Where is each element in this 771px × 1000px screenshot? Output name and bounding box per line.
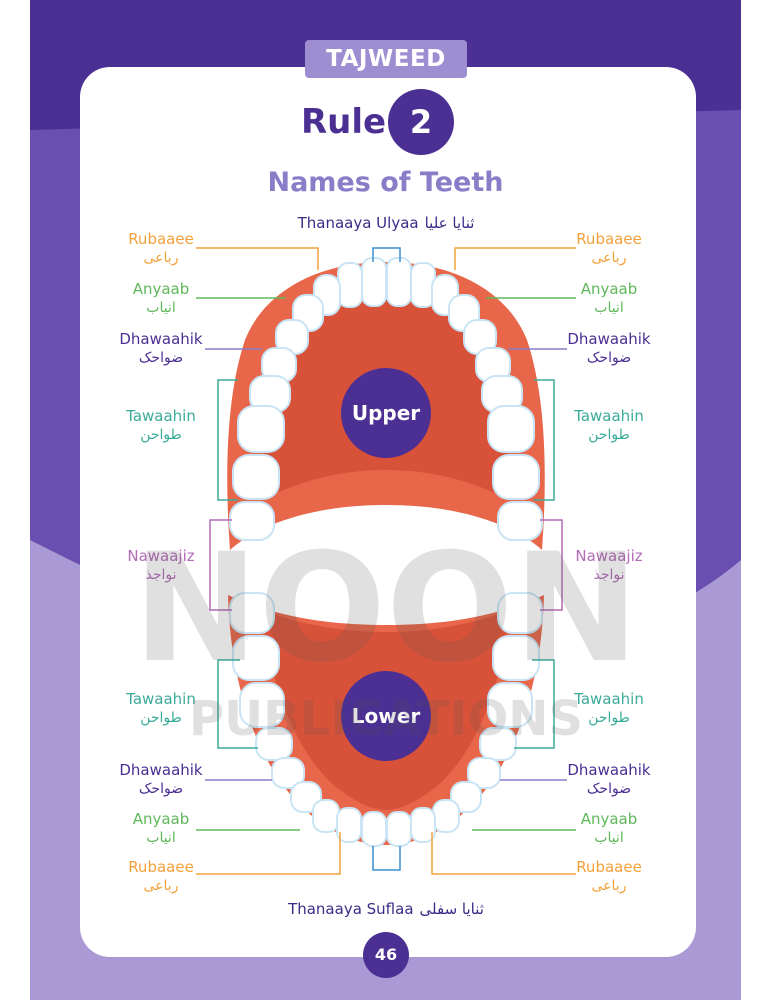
dhawaahik-lower-left-label: Dhawaahik ضواحک: [96, 761, 226, 799]
label-ar: طواحن: [140, 427, 182, 443]
label-en: Anyaab: [132, 280, 190, 298]
label-en: Rubaaee: [576, 230, 642, 248]
label-en: Tawaahin: [126, 690, 196, 708]
dhawaahik-upper-right-label: Dhawaahik ضواحک: [544, 330, 674, 368]
label-en: Rubaaee: [576, 858, 642, 876]
tawaahin-lower-left-label: Tawaahin طواحن: [96, 690, 226, 728]
label-en: Tawaahin: [574, 407, 644, 425]
label-en: Nawaajiz: [575, 547, 643, 565]
tawaahin-upper-left-label: Tawaahin طواحن: [96, 407, 226, 445]
label-en: Nawaajiz: [127, 547, 195, 565]
page-subtitle: Names of Teeth: [267, 167, 504, 198]
label-en: Anyaab: [132, 810, 190, 828]
label-ar: ضواحک: [138, 350, 184, 366]
thanaaya-ulyaa-label: Thanaaya Ulyaa ثنایا علیا: [176, 214, 596, 232]
label-ar: انیاب: [146, 300, 176, 316]
leader-lines: [196, 247, 576, 875]
upper-teeth: [229, 257, 543, 541]
thanaaya-suflaa-ar: ثنایا سفلی: [419, 900, 484, 918]
tawaahin-lower-right-label: Tawaahin طواحن: [544, 690, 674, 728]
label-en: Rubaaee: [128, 230, 194, 248]
thanaaya-ulyaa-en: Thanaaya Ulyaa: [297, 214, 419, 232]
anyaab-upper-left-label: Anyaab انیاب: [96, 280, 226, 318]
label-ar: طواحن: [588, 427, 630, 443]
label-ar: ضواحک: [586, 781, 632, 797]
label-ar: رباعی: [591, 878, 627, 894]
label-ar: انیاب: [594, 830, 624, 846]
lower-teeth: [229, 592, 543, 847]
rule-number-badge: 2: [388, 89, 454, 155]
rubaaee-lower-right-label: Rubaaee رباعی: [544, 858, 674, 896]
label-en: Dhawaahik: [119, 761, 203, 779]
rubaaee-lower-left-label: Rubaaee رباعی: [96, 858, 226, 896]
anyaab-lower-left-label: Anyaab انیاب: [96, 810, 226, 848]
lower-jaw-label: Lower: [341, 671, 431, 761]
label-en: Rubaaee: [128, 858, 194, 876]
label-en: Dhawaahik: [567, 330, 651, 348]
dhawaahik-lower-right-label: Dhawaahik ضواحک: [544, 761, 674, 799]
label-en: Anyaab: [580, 810, 638, 828]
tajweed-badge: TAJWEED: [305, 40, 467, 78]
rubaaee-upper-right-label: Rubaaee رباعی: [544, 230, 674, 268]
dhawaahik-upper-left-label: Dhawaahik ضواحک: [96, 330, 226, 368]
anyaab-lower-right-label: Anyaab انیاب: [544, 810, 674, 848]
label-ar: رباعی: [591, 250, 627, 266]
nawaajiz-right-label: Nawaajiz نواجذ: [544, 547, 674, 585]
page-number: 46: [363, 932, 409, 978]
upper-jaw-label: Upper: [341, 368, 431, 458]
nawaajiz-left-label: Nawaajiz نواجذ: [96, 547, 226, 585]
label-ar: انیاب: [594, 300, 624, 316]
label-ar: ضواحک: [138, 781, 184, 797]
thanaaya-suflaa-en: Thanaaya Suflaa: [288, 900, 414, 918]
label-en: Anyaab: [580, 280, 638, 298]
rule-title: Rule: [301, 102, 387, 142]
label-ar: طواحن: [588, 710, 630, 726]
rubaaee-upper-left-label: Rubaaee رباعی: [96, 230, 226, 268]
label-en: Dhawaahik: [567, 761, 651, 779]
label-ar: انیاب: [146, 830, 176, 846]
label-en: Dhawaahik: [119, 330, 203, 348]
label-ar: رباعی: [143, 250, 179, 266]
thanaaya-suflaa-label: Thanaaya Suflaa ثنایا سفلی: [176, 900, 596, 918]
label-ar: نواجذ: [593, 567, 625, 583]
label-ar: طواحن: [140, 710, 182, 726]
label-ar: ضواحک: [586, 350, 632, 366]
label-en: Tawaahin: [126, 407, 196, 425]
label-en: Tawaahin: [574, 690, 644, 708]
thanaaya-ulyaa-ar: ثنایا علیا: [424, 214, 475, 232]
label-ar: نواجذ: [145, 567, 177, 583]
label-ar: رباعی: [143, 878, 179, 894]
anyaab-upper-right-label: Anyaab انیاب: [544, 280, 674, 318]
tawaahin-upper-right-label: Tawaahin طواحن: [544, 407, 674, 445]
